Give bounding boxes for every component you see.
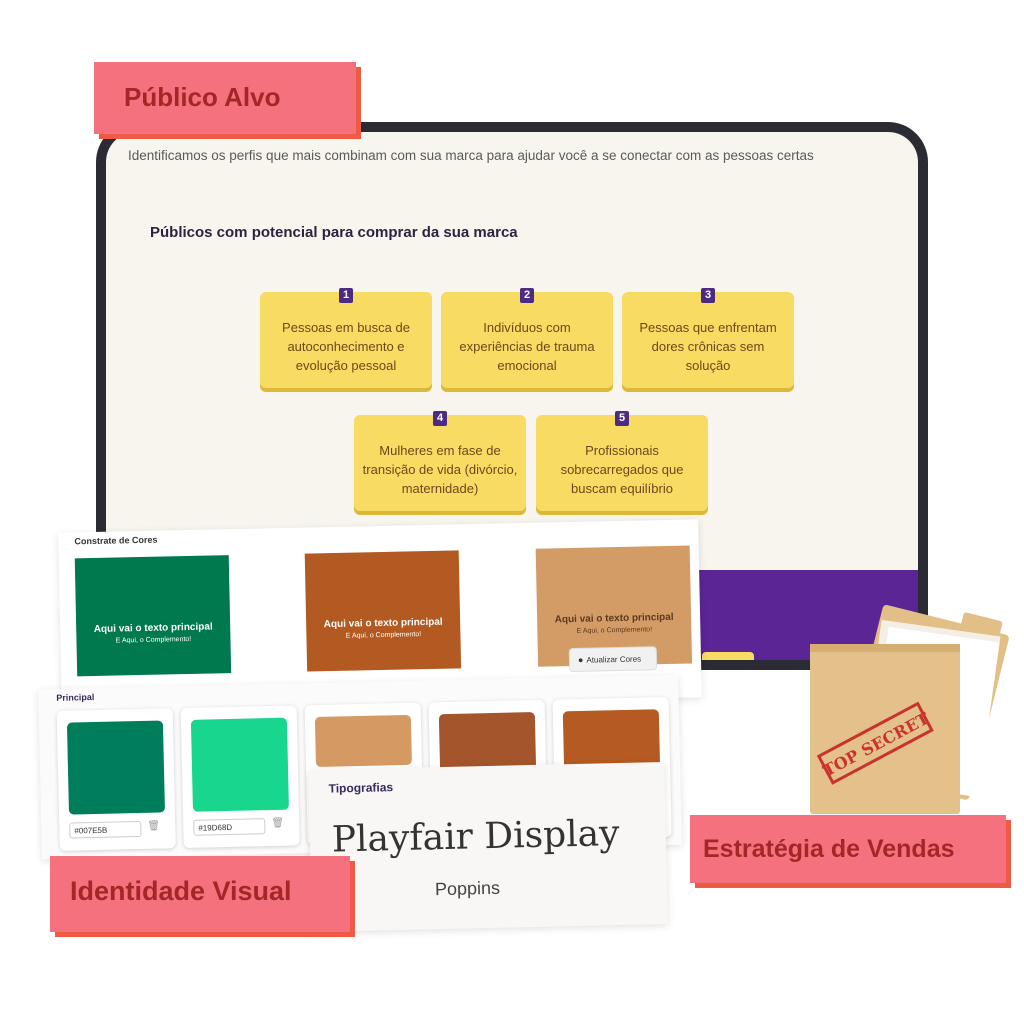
- audience-card: 1 Pessoas em busca de autoconhecimento e…: [260, 288, 432, 388]
- tag-estrategia-label: Estratégia de Vendas: [703, 835, 955, 863]
- audience-card-number: 5: [615, 411, 629, 426]
- audience-card-text: Indivíduos com experiências de trauma em…: [459, 320, 595, 373]
- typography-title: Tipografias: [328, 780, 394, 796]
- contrast-sub-text: E Aqui, o Complemento!: [576, 626, 653, 635]
- hex-input[interactable]: #19D68D: [193, 818, 266, 836]
- palette-color-swatch[interactable]: [314, 714, 412, 767]
- primary-font-sample: Playfair Display: [331, 813, 620, 861]
- contrast-main-text: Aqui vai o texto principal: [554, 611, 674, 626]
- audience-card-text: Pessoas que enfrentam dores crônicas sem…: [639, 320, 777, 373]
- top-secret-folders-icon: TOP SECRET: [790, 596, 1010, 816]
- audience-card-text: Profissionais sobrecarregados que buscam…: [560, 443, 684, 496]
- audience-card-number: 3: [701, 288, 715, 303]
- tag-identidade-visual-label: Identidade Visual: [70, 876, 292, 906]
- audience-card-number: 4: [433, 411, 447, 426]
- audience-card: 2 Indivíduos com experiências de trauma …: [441, 288, 613, 388]
- typography-panel: Tipografias Playfair Display Poppins: [308, 761, 668, 933]
- update-colors-label: Atualizar Cores: [586, 654, 642, 665]
- hex-input[interactable]: #007E5B: [69, 820, 142, 839]
- tag-identidade-visual: Identidade Visual: [50, 856, 350, 932]
- tag-publico-alvo: Público Alvo: [94, 62, 356, 134]
- contrast-swatch: Aqui vai o texto principal E Aqui, o Com…: [304, 550, 462, 672]
- audience-heading: Públicos com potencial para comprar da s…: [150, 224, 518, 241]
- color-contrast-title: Constrate de Cores: [74, 534, 158, 547]
- audience-card-text: Pessoas em busca de autoconhecimento e e…: [282, 320, 410, 373]
- contrast-main-text: Aqui vai o texto principal: [323, 616, 443, 631]
- secondary-font-sample: Poppins: [434, 877, 501, 900]
- tag-publico-alvo-label: Público Alvo: [124, 82, 281, 112]
- palette-color-swatch[interactable]: [190, 717, 289, 812]
- trash-icon[interactable]: 🗑: [271, 817, 285, 830]
- palette-color-card: #19D68D 🗑: [180, 705, 300, 849]
- audience-card-text: Mulheres em fase de transição de vida (d…: [362, 443, 518, 496]
- principal-title: Principal: [56, 692, 95, 703]
- update-colors-button[interactable]: ●Atualizar Cores: [568, 646, 658, 673]
- trash-icon[interactable]: 🗑: [147, 820, 161, 832]
- yellow-button-edge: [702, 652, 754, 660]
- audience-card-number: 2: [520, 288, 534, 303]
- audience-card: 3 Pessoas que enfrentam dores crônicas s…: [622, 288, 794, 388]
- audience-card-number: 1: [339, 288, 353, 303]
- contrast-sub-text: E Aqui, o Complemento!: [115, 635, 192, 645]
- contrast-main-text: Aqui vai o texto principal: [93, 621, 213, 635]
- contrast-swatch: Aqui vai o texto principal E Aqui, o Com…: [74, 555, 232, 677]
- audience-intro: Identificamos os perfis que mais combina…: [128, 148, 814, 163]
- palette-color-swatch[interactable]: [66, 720, 165, 815]
- audience-card: 4 Mulheres em fase de transição de vida …: [354, 411, 526, 511]
- palette-color-card: #007E5B 🗑: [56, 708, 176, 851]
- palette-icon: ●: [577, 654, 584, 665]
- tag-estrategia-de-vendas: Estratégia de Vendas: [690, 815, 1006, 883]
- audience-card: 5 Profissionais sobrecarregados que busc…: [536, 411, 708, 511]
- contrast-sub-text: E Aqui, o Complemento!: [345, 631, 422, 640]
